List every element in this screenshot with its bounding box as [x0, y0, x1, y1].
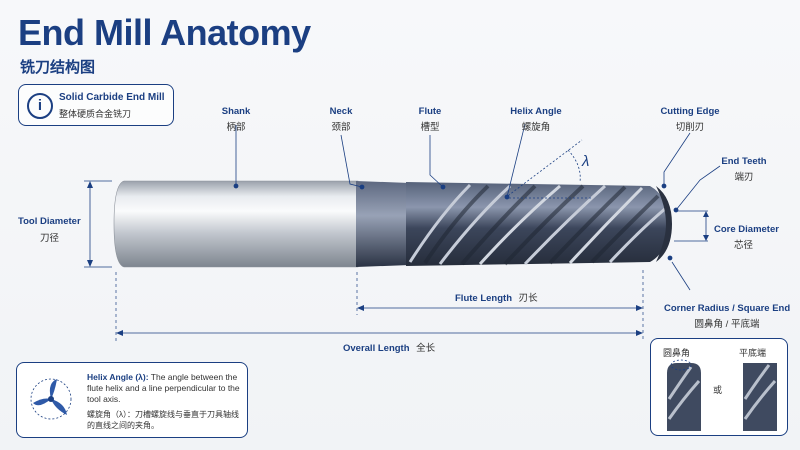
corner-radius-caption: 圆鼻角 [663, 348, 691, 358]
flute-label-cn: 槽型 [420, 122, 440, 133]
helix-angle-label-cn: 螺旋角 [521, 122, 551, 133]
neck-label: Neck [329, 106, 353, 117]
helix-note-box: Helix Angle (λ): The angle between the f… [16, 362, 248, 438]
cutting-edge-label-cn: 切削刃 [675, 122, 705, 133]
info-icon: i [27, 93, 53, 119]
tool-diameter-label: Tool Diameter [18, 216, 81, 227]
corner-radius-label: Corner Radius / Square End [664, 303, 791, 314]
helix-note-cn: 螺旋角（λ）：刀槽螺旋线与垂直于刀具轴线的直线之间的夹角。 [87, 410, 239, 430]
core-diameter-label: Core Diameter [714, 224, 779, 235]
shank-label-cn: 柄部 [226, 122, 246, 133]
helix-note-en: Helix Angle (λ): The angle between the f… [87, 372, 243, 405]
flute-length-cn: 刃长 [518, 293, 538, 304]
square-end-caption: 平底端 [739, 348, 767, 358]
core-diameter-label-cn: 芯径 [734, 240, 754, 251]
page-title: End Mill Anatomy [18, 12, 311, 53]
overall-length-cn: 全长 [416, 343, 436, 354]
corner-radius-label-cn: 圆鼻角 / 平底端 [694, 319, 760, 330]
shank-label: Shank [221, 106, 251, 117]
overall-length-en: Overall Length [343, 343, 410, 354]
corner-comparison-panel: 圆鼻角 平底端 或 [650, 338, 788, 436]
helix-lambda-symbol: λ [581, 153, 589, 170]
flute-label: Flute [418, 106, 442, 117]
end-teeth-label-cn: 端刃 [734, 172, 754, 183]
shank [113, 180, 359, 268]
product-title: Solid Carbide End Mill [59, 92, 165, 103]
or-text: 或 [713, 385, 723, 395]
square-end-thumb [743, 363, 777, 431]
tool-diameter-label-cn: 刀径 [40, 233, 60, 244]
corner-radius-thumb [667, 359, 701, 431]
overall-length-label: Overall Length 全长 [343, 340, 435, 354]
helix-angle-label: Helix Angle [510, 106, 562, 117]
helix-note-heading: Helix Angle (λ): [87, 372, 149, 382]
end-face [656, 186, 672, 262]
flute-length-label: Flute Length 刃长 [455, 290, 538, 304]
helix-flutes [408, 183, 667, 266]
flute-length-en: Flute Length [455, 293, 512, 304]
helix-fan-icon [30, 378, 72, 420]
neck [356, 181, 410, 267]
end-teeth-label: End Teeth [721, 156, 767, 167]
cutting-edge-label: Cutting Edge [660, 106, 720, 117]
helix-angle-lines [504, 139, 592, 199]
product-info-box: i Solid Carbide End Mill 整体硬质合金铣刀 [18, 84, 174, 126]
neck-label-cn: 颈部 [331, 122, 351, 133]
page-title-cn: 铣刀结构图 [20, 59, 96, 76]
product-subtitle: 整体硬质合金铣刀 [59, 109, 132, 119]
helix-note-text: The angle between the flute helix and a … [87, 372, 240, 404]
